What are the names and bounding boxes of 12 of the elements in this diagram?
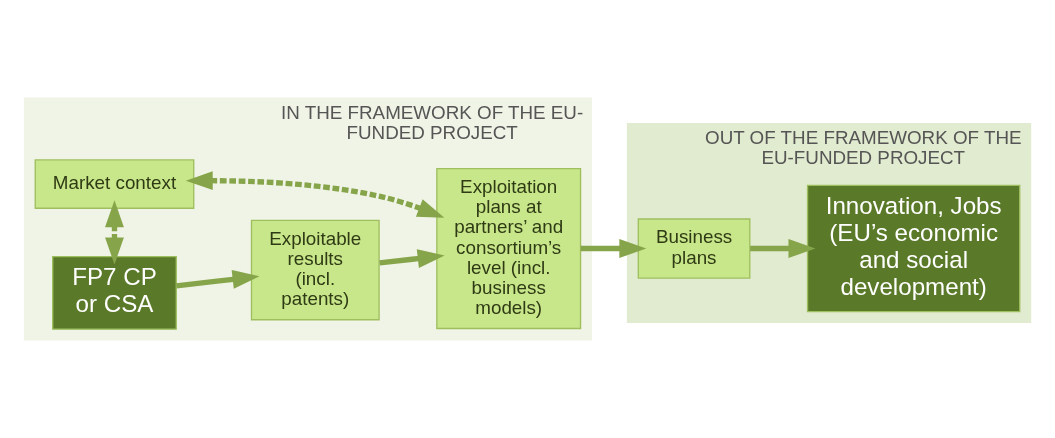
arrow bbox=[750, 239, 816, 258]
node-box: Innovation, Jobs (EU’s economic and social development) bbox=[806, 184, 1021, 313]
arrow bbox=[379, 249, 445, 268]
node-box: Exploitation plans at partners’ and consortium’s level (incl. business models) bbox=[436, 167, 582, 330]
node-box: Business plans bbox=[637, 218, 751, 279]
arrow bbox=[185, 171, 445, 218]
node-box: Market context bbox=[34, 159, 195, 209]
arrow bbox=[105, 200, 124, 265]
arrow bbox=[580, 239, 647, 258]
arrow bbox=[176, 270, 260, 289]
node-box: FP7 CP or CSA bbox=[52, 255, 177, 330]
node-box: Exploitable results (incl. patents) bbox=[250, 219, 380, 321]
